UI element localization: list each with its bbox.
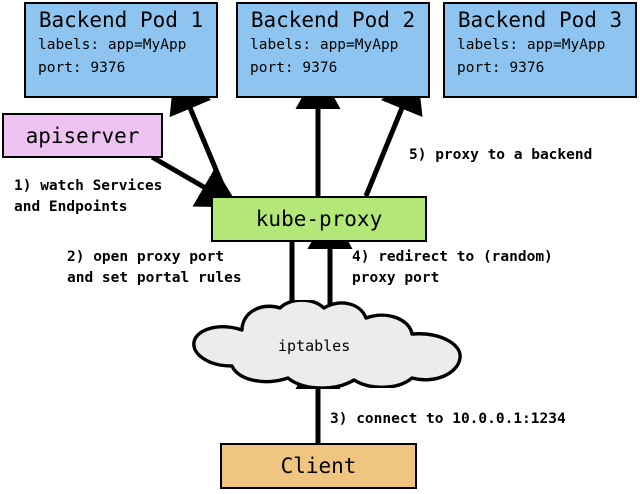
backend-pod-1-title: Backend Pod 1 — [38, 8, 204, 32]
step-5-annotation: 5) proxy to a backend — [409, 145, 592, 166]
backend-pod-3-port: port: 9376 — [457, 60, 545, 76]
backend-pod-2-port: port: 9376 — [250, 60, 338, 76]
arrow-kubeproxy-to-pod-3 — [363, 70, 423, 197]
iptables-cloud — [182, 298, 472, 390]
step-2-line-1: 2) open proxy port — [67, 249, 225, 265]
step-1-line-2: and Endpoints — [14, 199, 128, 215]
step-2-line-2: and set portal rules — [67, 270, 242, 286]
backend-pod-3-title: Backend Pod 3 — [457, 8, 623, 32]
step-3-annotation: 3) connect to 10.0.0.1:1234 — [330, 409, 566, 430]
backend-pod-2-labels: labels: app=MyApp — [250, 37, 399, 53]
backend-pod-1-labels: labels: app=MyApp — [38, 37, 187, 53]
backend-pod-3-labels: labels: app=MyApp — [457, 37, 606, 53]
backend-pod-1[interactable]: Backend Pod 1 labels: app=MyApp port: 93… — [24, 2, 218, 98]
kube-proxy-label: kube-proxy — [255, 207, 383, 231]
step-4-line-2: proxy port — [352, 270, 440, 286]
kube-proxy-node[interactable]: kube-proxy — [211, 196, 427, 242]
step-4-line-1: 4) redirect to (random) — [352, 249, 553, 265]
cloud-shape — [192, 298, 462, 390]
step-5-line-1: 5) proxy to a backend — [409, 147, 593, 163]
step-2-annotation: 2) open proxy port and set portal rules — [67, 247, 242, 289]
client-node[interactable]: Client — [220, 443, 417, 489]
backend-pod-2[interactable]: Backend Pod 2 labels: app=MyApp port: 93… — [236, 2, 430, 98]
step-1-annotation: 1) watch Services and Endpoints — [14, 176, 162, 218]
step-4-annotation: 4) redirect to (random) proxy port — [352, 247, 553, 289]
apiserver-label: apiserver — [25, 123, 140, 148]
arrow-kubeproxy-to-pod-1 — [169, 70, 230, 197]
step-1-line-1: 1) watch Services — [14, 178, 163, 194]
apiserver-node[interactable]: apiserver — [2, 113, 163, 158]
backend-pod-3[interactable]: Backend Pod 3 labels: app=MyApp port: 93… — [443, 2, 637, 98]
backend-pod-2-title: Backend Pod 2 — [250, 8, 416, 32]
step-3-line-1: 3) connect to 10.0.0.1:1234 — [330, 411, 566, 427]
backend-pod-1-port: port: 9376 — [38, 60, 126, 76]
client-label: Client — [280, 454, 357, 478]
iptables-label: iptables — [278, 337, 351, 355]
